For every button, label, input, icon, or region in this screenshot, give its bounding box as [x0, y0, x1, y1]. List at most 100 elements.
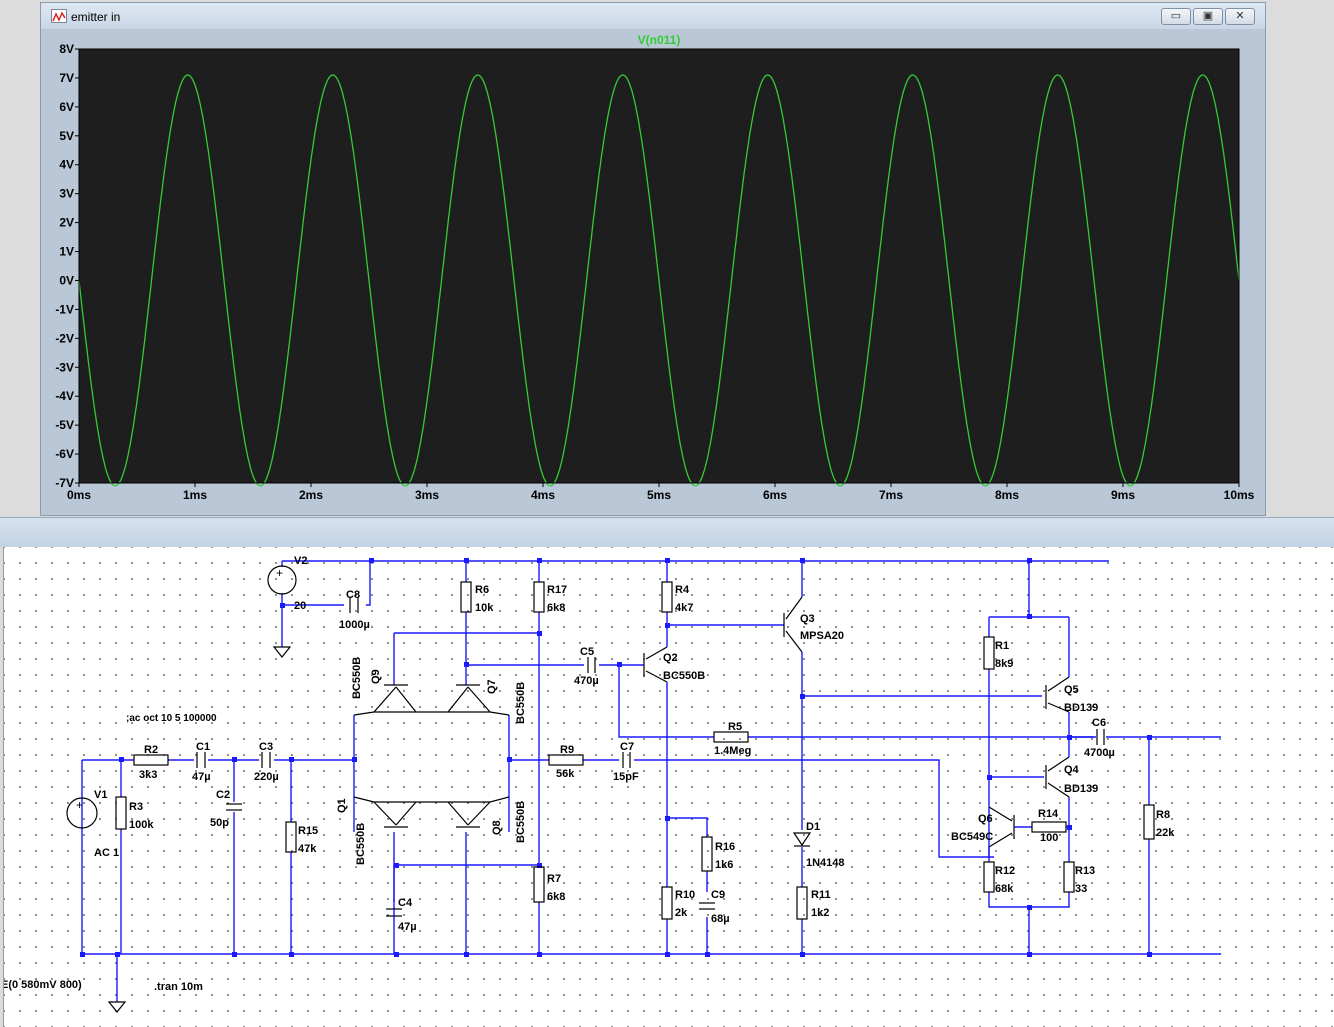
r9-resistor[interactable]	[548, 754, 584, 766]
label-c2-value: 50p	[210, 817, 229, 829]
r5-resistor[interactable]	[713, 731, 749, 743]
label-r14: R14	[1038, 808, 1059, 820]
label-c5: C5	[580, 646, 594, 658]
q4-transistor[interactable]	[1045, 756, 1070, 798]
svg-text:+: +	[276, 566, 283, 580]
x-tick-label: 3ms	[415, 488, 439, 502]
plot-background[interactable]	[79, 49, 1239, 483]
label-r12: R12	[995, 865, 1015, 877]
plot-title: V(n011)	[638, 33, 681, 47]
label-r7-value: 6k8	[547, 891, 565, 903]
label-c9-value: 68µ	[711, 913, 730, 925]
label-c4-value: 47µ	[398, 921, 417, 933]
label-c1-value: 47µ	[192, 771, 211, 783]
restore-button[interactable]: ▣	[1193, 8, 1223, 25]
label-r12-value: 68k	[995, 883, 1014, 895]
c1-capacitor[interactable]	[196, 752, 206, 768]
c6-capacitor[interactable]	[1096, 729, 1105, 745]
v2-source-symbol[interactable]	[267, 565, 297, 595]
c9-capacitor[interactable]	[699, 902, 715, 910]
label-r2-value: 3k3	[139, 769, 157, 781]
q8-transistor[interactable]	[447, 801, 491, 828]
y-tick-label: -1V	[55, 302, 74, 316]
r6-resistor[interactable]	[460, 581, 472, 613]
label-v1: V1	[94, 789, 107, 801]
r15-resistor[interactable]	[285, 821, 297, 853]
label-r3: R3	[129, 801, 143, 813]
y-tick-label: 5V	[59, 129, 74, 143]
svg-text:+: +	[76, 798, 83, 812]
label-r6: R6	[475, 584, 489, 596]
label-r8: R8	[1156, 809, 1170, 821]
schematic-components[interactable]: + +	[66, 565, 1155, 1013]
c7-capacitor[interactable]	[622, 752, 631, 768]
label-v2-value: 20	[294, 600, 306, 612]
r2-resistor[interactable]	[133, 754, 169, 766]
r10-resistor[interactable]	[661, 886, 673, 920]
ltp-bottom-emitters	[353, 796, 510, 803]
waveform-plot[interactable]: V(n011)8V7V6V5V4V3V2V1V0V-1V-2V-3V-4V-5V…	[41, 29, 1265, 515]
label-r16-value: 1k6	[715, 859, 733, 871]
y-tick-label: 3V	[59, 187, 74, 201]
label-r7: R7	[547, 873, 561, 885]
q6-transistor[interactable]	[988, 806, 1015, 848]
y-tick-label: -7V	[55, 476, 74, 490]
label-c6: C6	[1092, 717, 1106, 729]
r11-resistor[interactable]	[796, 886, 808, 920]
label-q6: Q6	[978, 813, 993, 825]
r8-resistor[interactable]	[1143, 804, 1155, 840]
label-r4: R4	[675, 584, 690, 596]
label-q3-value: MPSA20	[800, 630, 844, 642]
x-tick-label: 2ms	[299, 488, 323, 502]
r3-resistor[interactable]	[115, 796, 127, 830]
x-tick-label: 0ms	[67, 488, 91, 502]
q7-transistor[interactable]	[447, 684, 491, 713]
c3-capacitor[interactable]	[261, 752, 271, 768]
label-r17-value: 6k8	[547, 602, 565, 614]
x-tick-label: 9ms	[1111, 488, 1135, 502]
v1-source-symbol[interactable]	[66, 797, 98, 829]
label-q1: Q1	[336, 798, 348, 813]
minimize-button[interactable]: ▭	[1161, 8, 1191, 25]
label-r10: R10	[675, 889, 695, 901]
r17-resistor[interactable]	[533, 581, 545, 613]
q3-transistor[interactable]	[783, 596, 803, 653]
label-c7-value: 15pF	[613, 771, 639, 783]
c4-capacitor[interactable]	[386, 908, 402, 917]
label-q9: Q9	[370, 669, 382, 684]
r4-resistor[interactable]	[661, 581, 673, 613]
q5-transistor[interactable]	[1045, 676, 1070, 713]
label-r4-value: 4k7	[675, 602, 693, 614]
series-line-vn011[interactable]	[78, 74, 1240, 487]
r1-resistor[interactable]	[983, 636, 995, 670]
label-q8-value: BC550B	[515, 801, 527, 843]
close-button[interactable]: ✕	[1225, 8, 1255, 25]
y-tick-label: 7V	[59, 71, 74, 85]
label-c3-value: 220µ	[254, 771, 279, 783]
r16-resistor[interactable]	[701, 836, 713, 872]
y-tick-label: 0V	[59, 273, 74, 287]
r12-resistor[interactable]	[983, 861, 995, 893]
label-r6-value: 10k	[475, 602, 494, 614]
label-r5: R5	[728, 721, 742, 733]
q2-transistor[interactable]	[643, 646, 668, 683]
window-title: emitter in	[71, 10, 121, 24]
c5-capacitor[interactable]	[587, 657, 596, 673]
r7-resistor[interactable]	[533, 866, 545, 903]
r14-resistor[interactable]	[1031, 821, 1067, 833]
label-r3-value: 100k	[129, 819, 154, 831]
q9-transistor[interactable]	[373, 684, 417, 713]
label-c8: C8	[346, 589, 360, 601]
schematic-canvas[interactable]: + +	[3, 547, 1334, 1027]
window-titlebar[interactable]: emitter in ▭ ▣ ✕	[41, 3, 1265, 29]
c8-capacitor[interactable]	[349, 597, 359, 613]
label-c8-value: 1000µ	[339, 619, 370, 631]
q1-transistor[interactable]	[373, 801, 417, 828]
r13-resistor[interactable]	[1063, 861, 1075, 893]
x-tick-label: 8ms	[995, 488, 1019, 502]
c2-capacitor[interactable]	[226, 803, 242, 811]
d1-diode[interactable]	[792, 832, 812, 847]
label-q6-value: BC549C	[951, 831, 993, 843]
